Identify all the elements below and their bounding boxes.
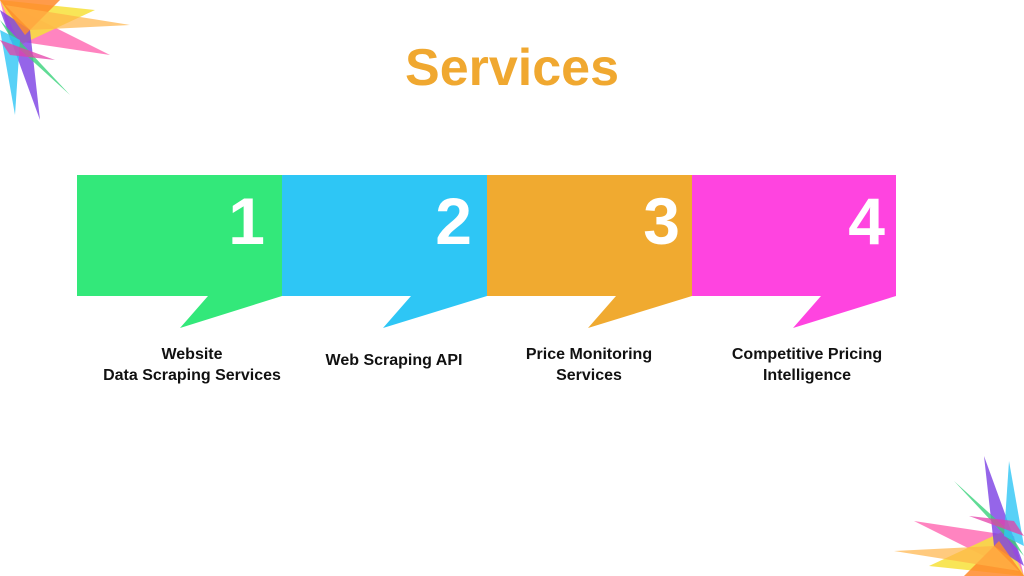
step-number-1: 1: [228, 184, 265, 258]
step-label-4: Competitive Pricing Intelligence: [731, 346, 883, 384]
step-label-2: Web Scraping API: [325, 352, 463, 369]
callout-shape-3: [487, 175, 692, 328]
step-number-3: 3: [643, 184, 680, 258]
step-label-1: Website Data Scraping Services: [103, 346, 281, 384]
step-label-3: Price Monitoring Services: [525, 346, 653, 384]
page-title: Services: [405, 39, 619, 97]
step-number-4: 4: [848, 184, 885, 258]
callout-shape-1: [77, 175, 282, 328]
corner-starburst-decoration-top-left: [0, 0, 130, 120]
corner-starburst-decoration-bottom-right: [894, 456, 1024, 576]
step-number-2: 2: [435, 184, 472, 258]
callout-shape-2: [282, 175, 487, 328]
callout-shape-4: [692, 175, 896, 328]
